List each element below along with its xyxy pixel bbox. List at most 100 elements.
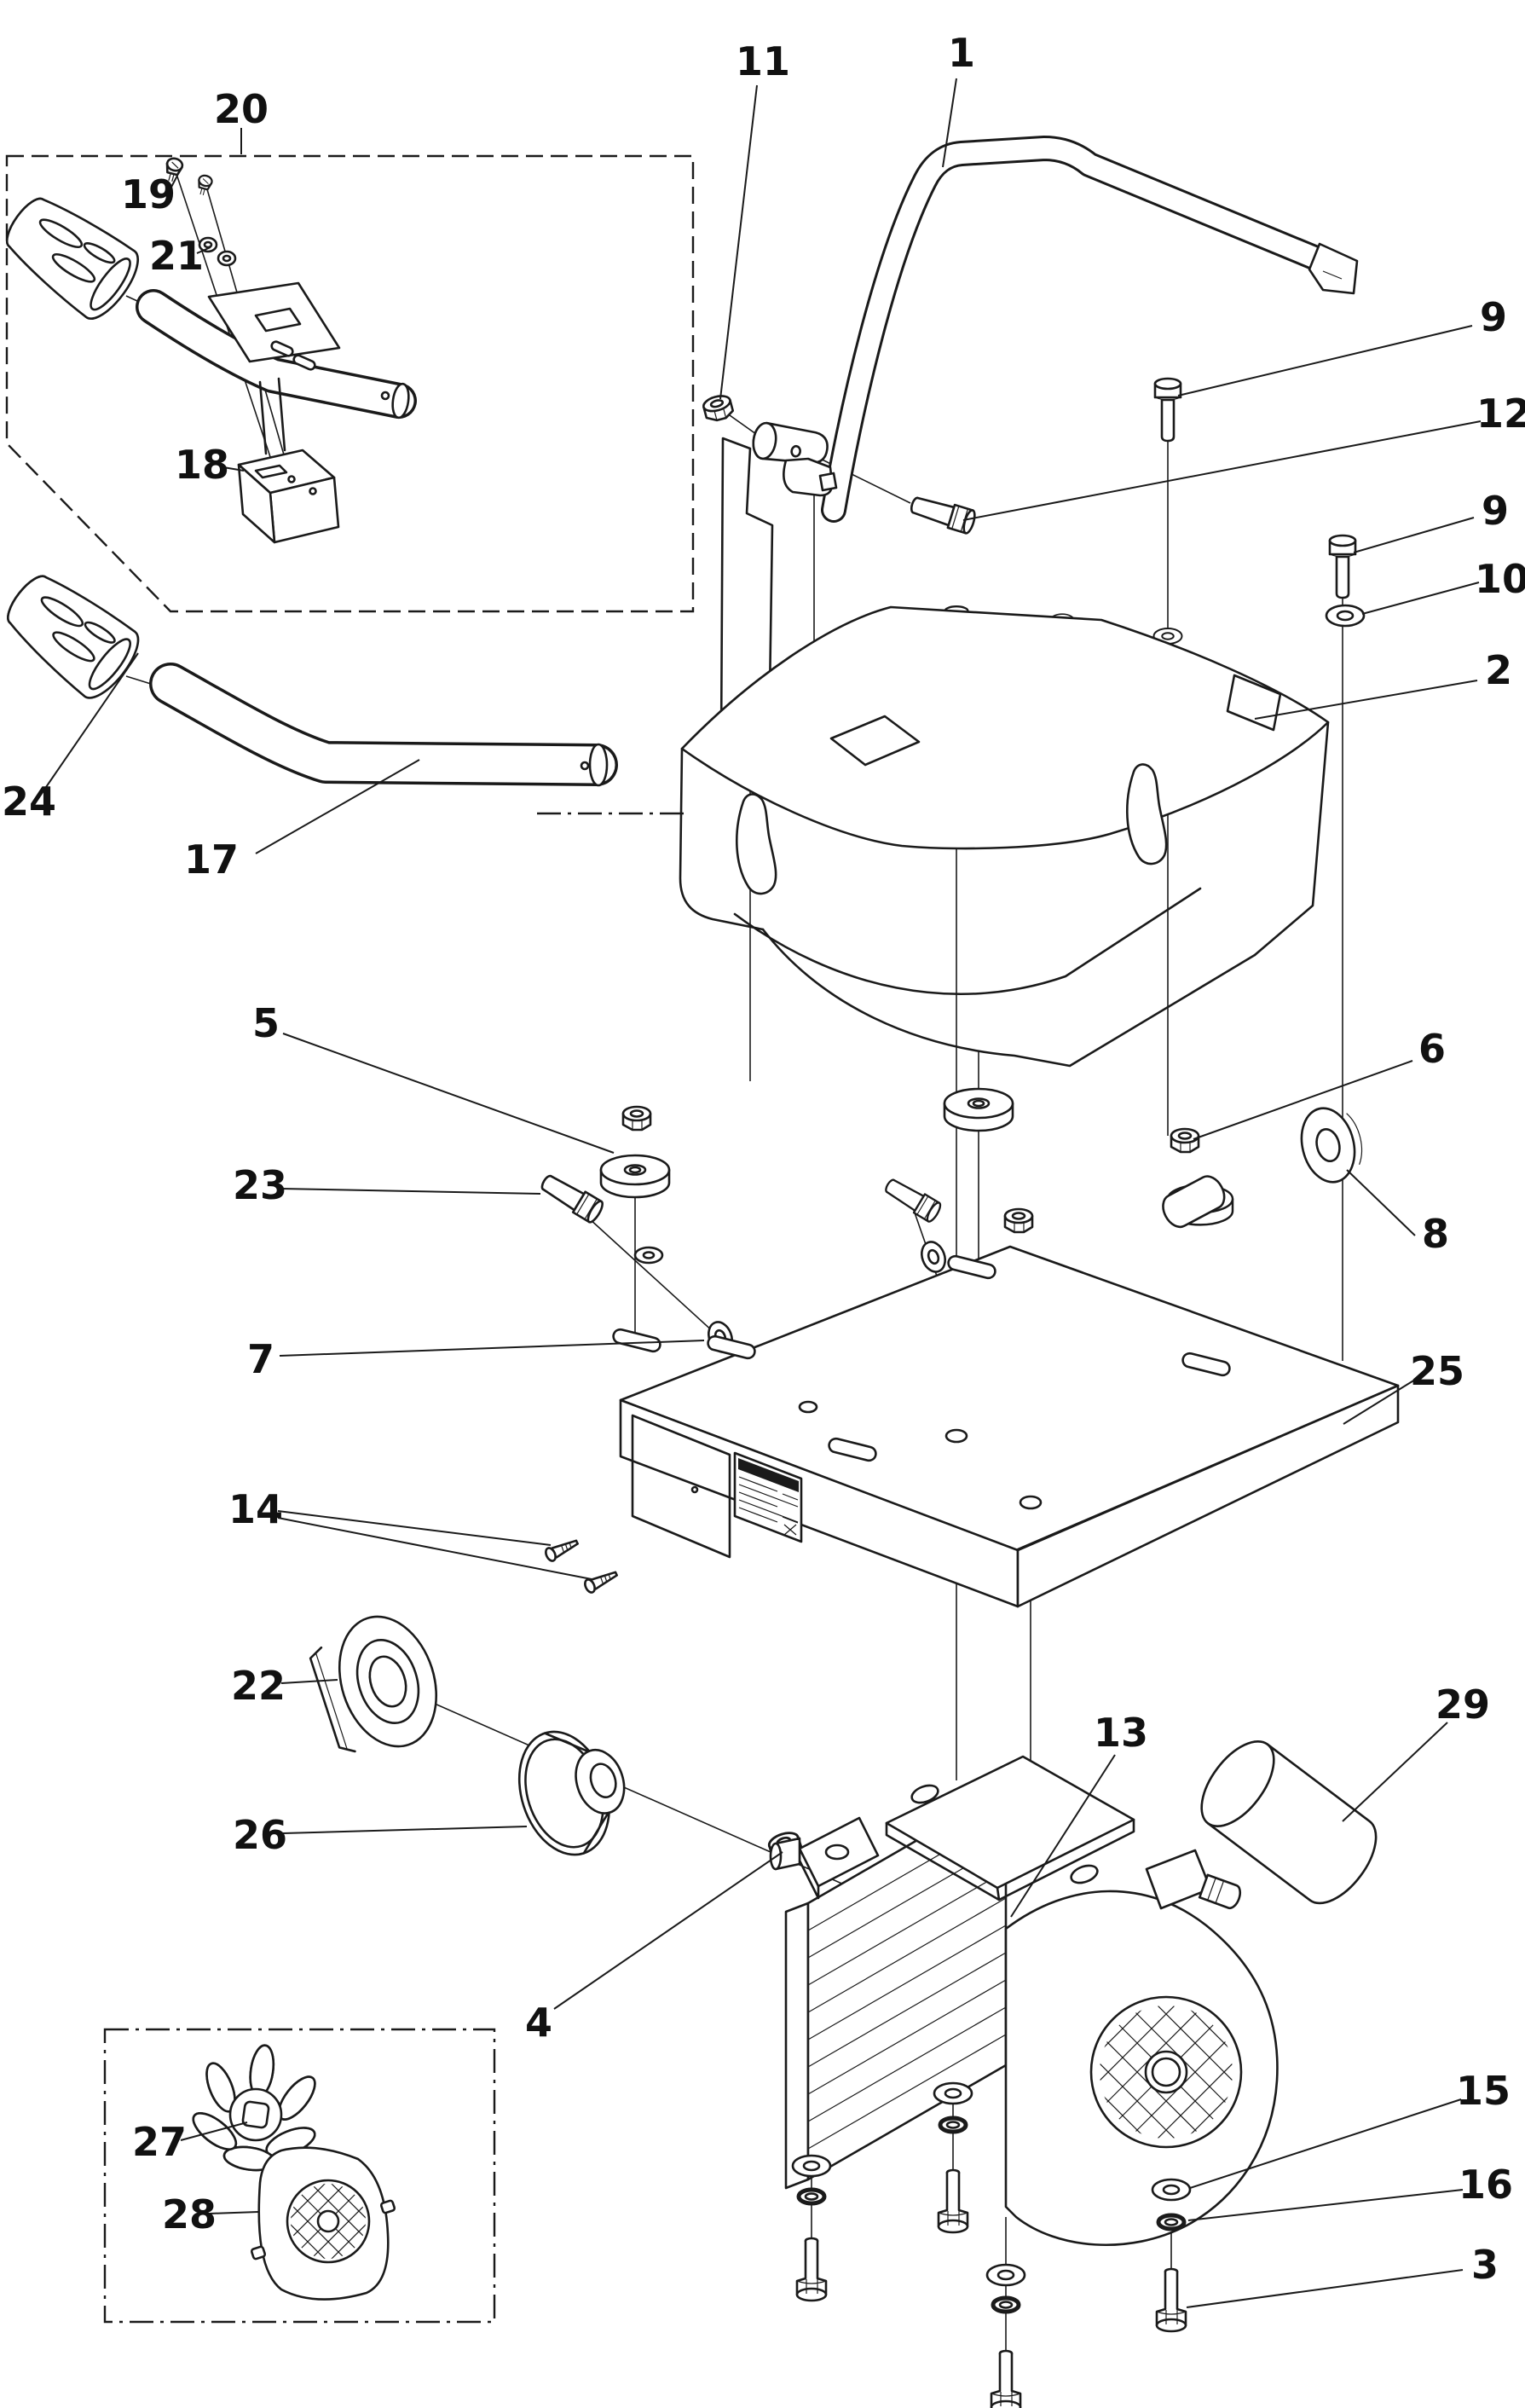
callout-14: 14 — [228, 1486, 283, 1532]
fan-cover — [250, 2146, 396, 2301]
lower-handle-assembly — [0, 559, 618, 787]
mount-bolt — [536, 1169, 607, 1225]
leader-3 — [1186, 2269, 1464, 2308]
leader-1 — [942, 78, 957, 168]
mount-nut — [1170, 1127, 1200, 1154]
handle-kit-box — [5, 154, 695, 613]
capacitor — [1200, 1739, 1378, 1905]
leader-9 — [1353, 517, 1475, 553]
callout-18: 18 — [175, 442, 229, 488]
leader-22 — [280, 1679, 338, 1684]
callout-13: 13 — [1094, 1710, 1148, 1756]
callout-17: 17 — [184, 836, 239, 883]
leader-4 — [553, 1851, 783, 2010]
leader-19 — [168, 175, 178, 193]
callout-23: 23 — [233, 1162, 287, 1208]
leader-10 — [1361, 582, 1480, 615]
callout-28: 28 — [162, 2191, 217, 2237]
cooling-fan — [192, 2044, 316, 2172]
callout-22: 22 — [231, 1663, 286, 1709]
callout-10: 10 — [1475, 556, 1525, 602]
upper-handle-assembly — [0, 155, 417, 544]
leader-14 — [277, 1510, 552, 1546]
cover-bolt — [1153, 377, 1182, 443]
leader-7 — [279, 1340, 705, 1357]
leader-29 — [1342, 1722, 1448, 1822]
callout-11: 11 — [736, 38, 790, 84]
callout-4: 4 — [525, 2000, 552, 2046]
callout-19: 19 — [121, 171, 176, 217]
callout-29: 29 — [1435, 1682, 1490, 1728]
callout-6: 6 — [1418, 1026, 1446, 1072]
leader-17 — [255, 759, 420, 854]
leader-27 — [180, 2121, 248, 2141]
cover-hand-slot — [736, 793, 777, 895]
base-plate — [612, 1175, 1400, 1608]
motor-grille — [1089, 1995, 1243, 2149]
leader-9 — [1177, 325, 1473, 397]
callout-2: 2 — [1485, 647, 1512, 693]
rating-plate — [733, 1451, 803, 1543]
switch-mount-plate — [207, 281, 341, 363]
callout-1: 1 — [948, 30, 975, 76]
callout-26: 26 — [233, 1812, 287, 1858]
cover-vent — [829, 715, 921, 767]
leader-2 — [1254, 680, 1478, 720]
kit-boxes — [5, 154, 695, 2324]
leader-28 — [209, 2211, 259, 2214]
leader-13 — [1010, 1754, 1116, 1918]
callout-21: 21 — [149, 233, 204, 279]
plate-slots — [612, 1254, 1231, 1462]
callout-20: 20 — [214, 86, 269, 132]
leader-23 — [280, 1188, 541, 1195]
tube-end — [588, 743, 609, 787]
callout-16: 16 — [1459, 2162, 1513, 2208]
leader-26 — [282, 1826, 528, 1834]
callout-24: 24 — [2, 779, 56, 825]
leader-24 — [43, 652, 139, 790]
mount-bolt — [881, 1174, 944, 1224]
motor-foot — [769, 1816, 880, 1900]
leader-11 — [719, 84, 758, 400]
electric-motor — [769, 1755, 1279, 2246]
stop-switch — [237, 449, 340, 544]
leader-21 — [196, 246, 211, 254]
plate-screw — [542, 1535, 581, 1564]
leader-6 — [1193, 1060, 1413, 1140]
callout-7: 7 — [247, 1336, 274, 1382]
callout-27: 27 — [132, 2119, 187, 2165]
cable-gland — [1145, 1849, 1242, 1910]
plate-screw — [581, 1566, 621, 1595]
switch-washers — [198, 236, 237, 267]
callout-25: 25 — [1410, 1348, 1464, 1394]
callout-12: 12 — [1476, 391, 1525, 437]
motor-bracket — [885, 1755, 1135, 1902]
callout-9: 9 — [1480, 294, 1507, 340]
leader-25 — [1343, 1379, 1416, 1425]
callout-8: 8 — [1422, 1211, 1449, 1257]
rubber-mount — [599, 1154, 671, 1199]
clamp-bolt — [907, 491, 979, 536]
vibration-mounts — [599, 1087, 1234, 1306]
top-handle — [821, 136, 1359, 523]
callout-15: 15 — [1456, 2068, 1511, 2114]
leader-15 — [1189, 2098, 1462, 2189]
cover-hand-slot — [1126, 763, 1168, 865]
fan-kit-box — [103, 2028, 496, 2324]
handle-clamp — [701, 392, 838, 497]
top-cover — [679, 437, 1330, 1068]
leader-18 — [222, 466, 245, 472]
handle-grip — [0, 559, 149, 708]
mount-nut — [1003, 1207, 1034, 1234]
flat-washer — [1325, 604, 1366, 628]
large-washer — [1300, 1107, 1363, 1184]
blade-flange — [309, 1615, 438, 1753]
callout-5: 5 — [252, 1000, 280, 1046]
leader-14 — [277, 1517, 592, 1580]
callout-9: 9 — [1482, 488, 1509, 534]
leader-12 — [962, 420, 1482, 521]
clamp-nut — [701, 392, 736, 425]
mount-nut — [621, 1105, 652, 1132]
